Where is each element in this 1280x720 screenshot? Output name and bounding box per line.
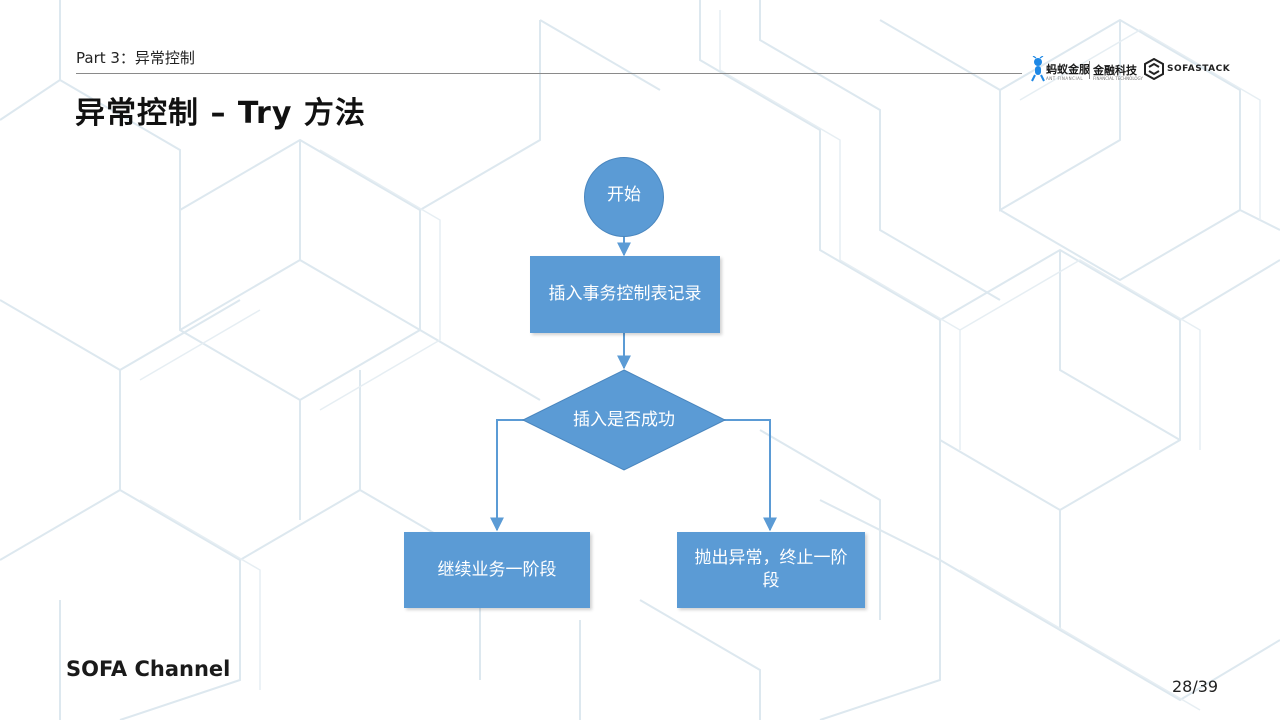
logo-separator [1089,61,1090,79]
insert-record-label: 插入事务控制表记录 [548,284,702,304]
abort-phase-label-line1: 抛出异常，终止一阶 [694,548,848,568]
abort-phase-node [677,532,865,608]
sofastack-mark-icon [1144,58,1164,80]
fintech-logo-cn: 金融科技 [1093,64,1137,77]
arrow-decision-to-continue [490,419,525,532]
continue-phase-node [404,532,590,608]
ant-logo-cn: 蚂蚁金服 [1046,63,1090,76]
decision-diamond [521,369,727,471]
page-title: 异常控制 – Try 方法 [75,96,366,131]
continue-phase-label: 继续业务一阶段 [437,559,557,580]
ant-mascot-icon [1031,56,1045,82]
start-node [584,157,664,237]
arrow-decision-to-abort [723,419,777,532]
ant-logo-en: ANT FINANCIAL [1046,76,1084,81]
header-divider [76,73,1022,74]
insert-record-node [530,256,720,333]
fintech-logo-en: FINANCIAL TECHNOLOGY [1093,76,1143,81]
sofastack-wordmark: SOFASTACK [1167,64,1231,74]
abort-phase-label-line2: 段 [762,571,780,591]
abort-phase-label: 抛出异常，终止一阶 段 [677,532,865,608]
sofastack-logo: SOFASTACK [1143,58,1230,82]
section-label: Part 3：异常控制 [76,49,195,67]
ant-financial-logo: 蚂蚁金服 ANT FINANCIAL 金融科技 FINANCIAL TECHNO… [1030,56,1143,86]
start-node-label: 开始 [607,184,641,205]
channel-brand: SOFA Channel [66,657,231,681]
decision-label: 插入是否成功 [573,409,675,430]
page-number: 28/39 [1172,677,1219,696]
